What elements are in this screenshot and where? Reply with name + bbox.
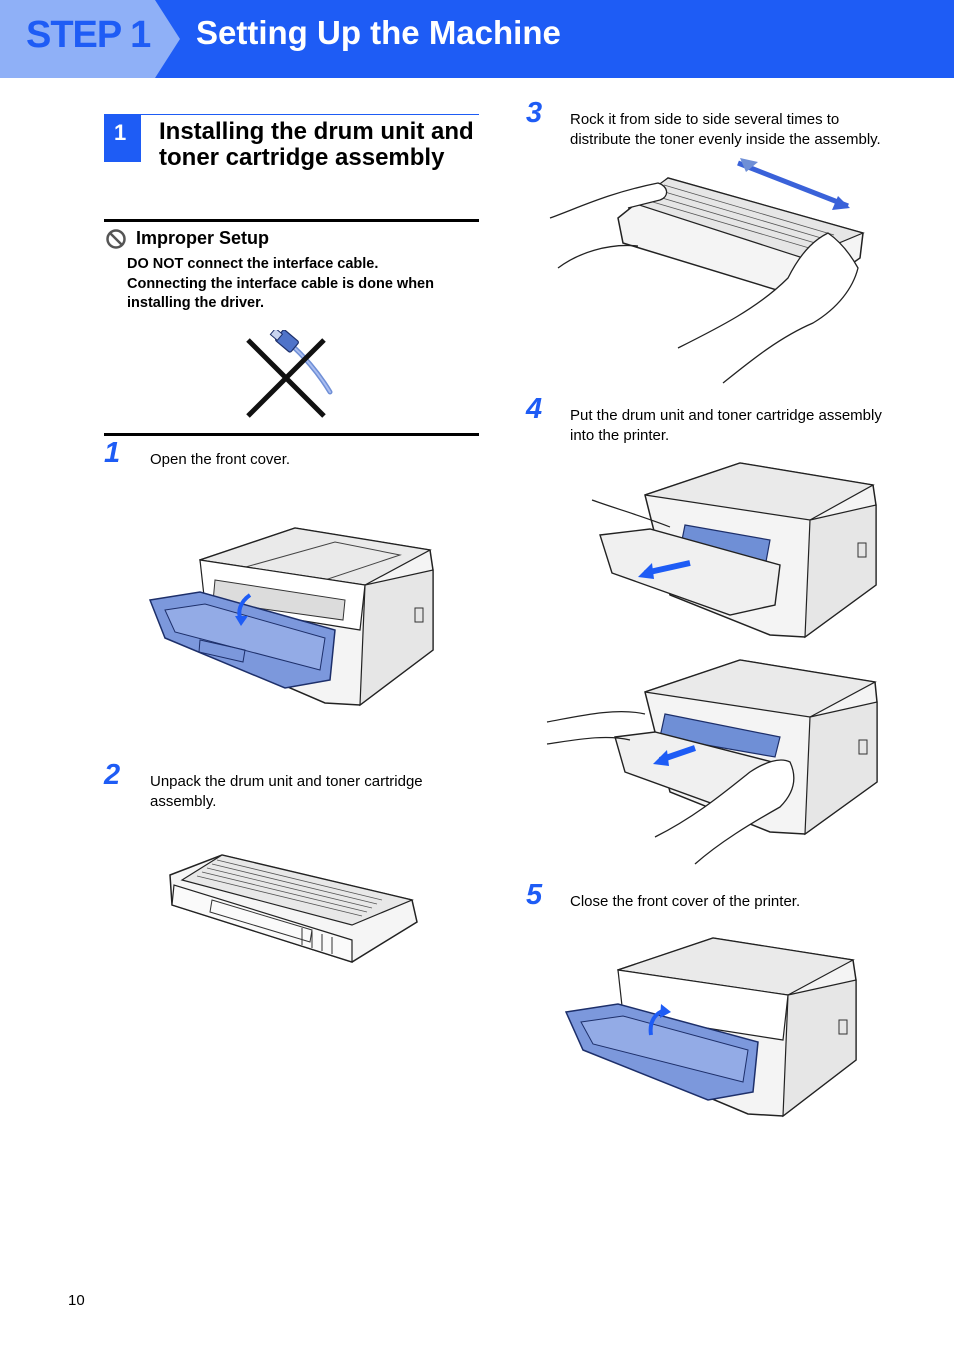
step-text-2-line1: Unpack the drum unit and toner cartridge bbox=[150, 773, 423, 790]
step-text-5: Close the front cover of the printer. bbox=[570, 893, 801, 910]
step-text-4-line2: into the printer. bbox=[570, 426, 670, 444]
section-number-box bbox=[104, 114, 141, 162]
improper-line2: Connecting the interface cable is done w… bbox=[127, 275, 434, 292]
step-number-5: 5 bbox=[526, 879, 543, 911]
insert-drum-illustration-a bbox=[591, 462, 877, 639]
step-text-2: Unpack the drum unit and toner cartridge… bbox=[150, 772, 423, 811]
section-title-line2: toner cartridge assembly bbox=[159, 144, 445, 171]
rocking-cartridge-illustration bbox=[549, 158, 865, 384]
step-text-3-line1: Rock it from side to side several times … bbox=[570, 111, 840, 128]
improper-bottom-rule bbox=[104, 433, 479, 436]
improper-warning: DO NOT connect the interface cable. Conn… bbox=[127, 255, 477, 314]
section-title-line1: Installing the drum unit and bbox=[159, 118, 474, 145]
improper-line3: installing the driver. bbox=[127, 295, 264, 311]
step-text-4-line1: Put the drum unit and toner cartridge as… bbox=[570, 407, 882, 424]
step-label: STEP 1 bbox=[26, 14, 151, 56]
step-text-3: Rock it from side to side several times … bbox=[570, 110, 881, 149]
step-number-2: 2 bbox=[104, 759, 121, 791]
step-tab-shape bbox=[0, 0, 180, 78]
step-text-3-line2: distribute the toner evenly inside the a… bbox=[570, 130, 881, 148]
improper-line1: DO NOT connect the interface cable. bbox=[127, 256, 379, 272]
step-text-1: Open the front cover. bbox=[150, 451, 291, 468]
step-number-3: 3 bbox=[526, 97, 543, 129]
page-header: STEP 1 Setting Up the Machine bbox=[0, 0, 954, 78]
page-title: Setting Up the Machine bbox=[196, 14, 561, 51]
drum-unit-toner-illustration bbox=[169, 854, 418, 963]
step-text-4: Put the drum unit and toner cartridge as… bbox=[570, 406, 882, 445]
interface-cable-crossed-illustration bbox=[246, 330, 333, 418]
insert-drum-illustration-b bbox=[546, 659, 878, 865]
prohibited-icon bbox=[106, 229, 126, 249]
step-number-4: 4 bbox=[526, 393, 543, 425]
improper-title: Improper Setup bbox=[136, 228, 270, 248]
section-top-rule bbox=[104, 114, 479, 115]
section-title: Installing the drum unit and toner cartr… bbox=[159, 119, 479, 171]
improper-top-rule bbox=[104, 219, 479, 222]
section-number: 1 bbox=[114, 120, 127, 145]
printer-close-cover-illustration bbox=[564, 937, 857, 1118]
step-number-1: 1 bbox=[104, 437, 121, 469]
step-tab: STEP 1 bbox=[0, 0, 180, 78]
step-text-2-line2: assembly. bbox=[150, 792, 217, 810]
printer-open-cover-illustration bbox=[148, 527, 434, 707]
page-number: 10 bbox=[68, 1292, 85, 1309]
